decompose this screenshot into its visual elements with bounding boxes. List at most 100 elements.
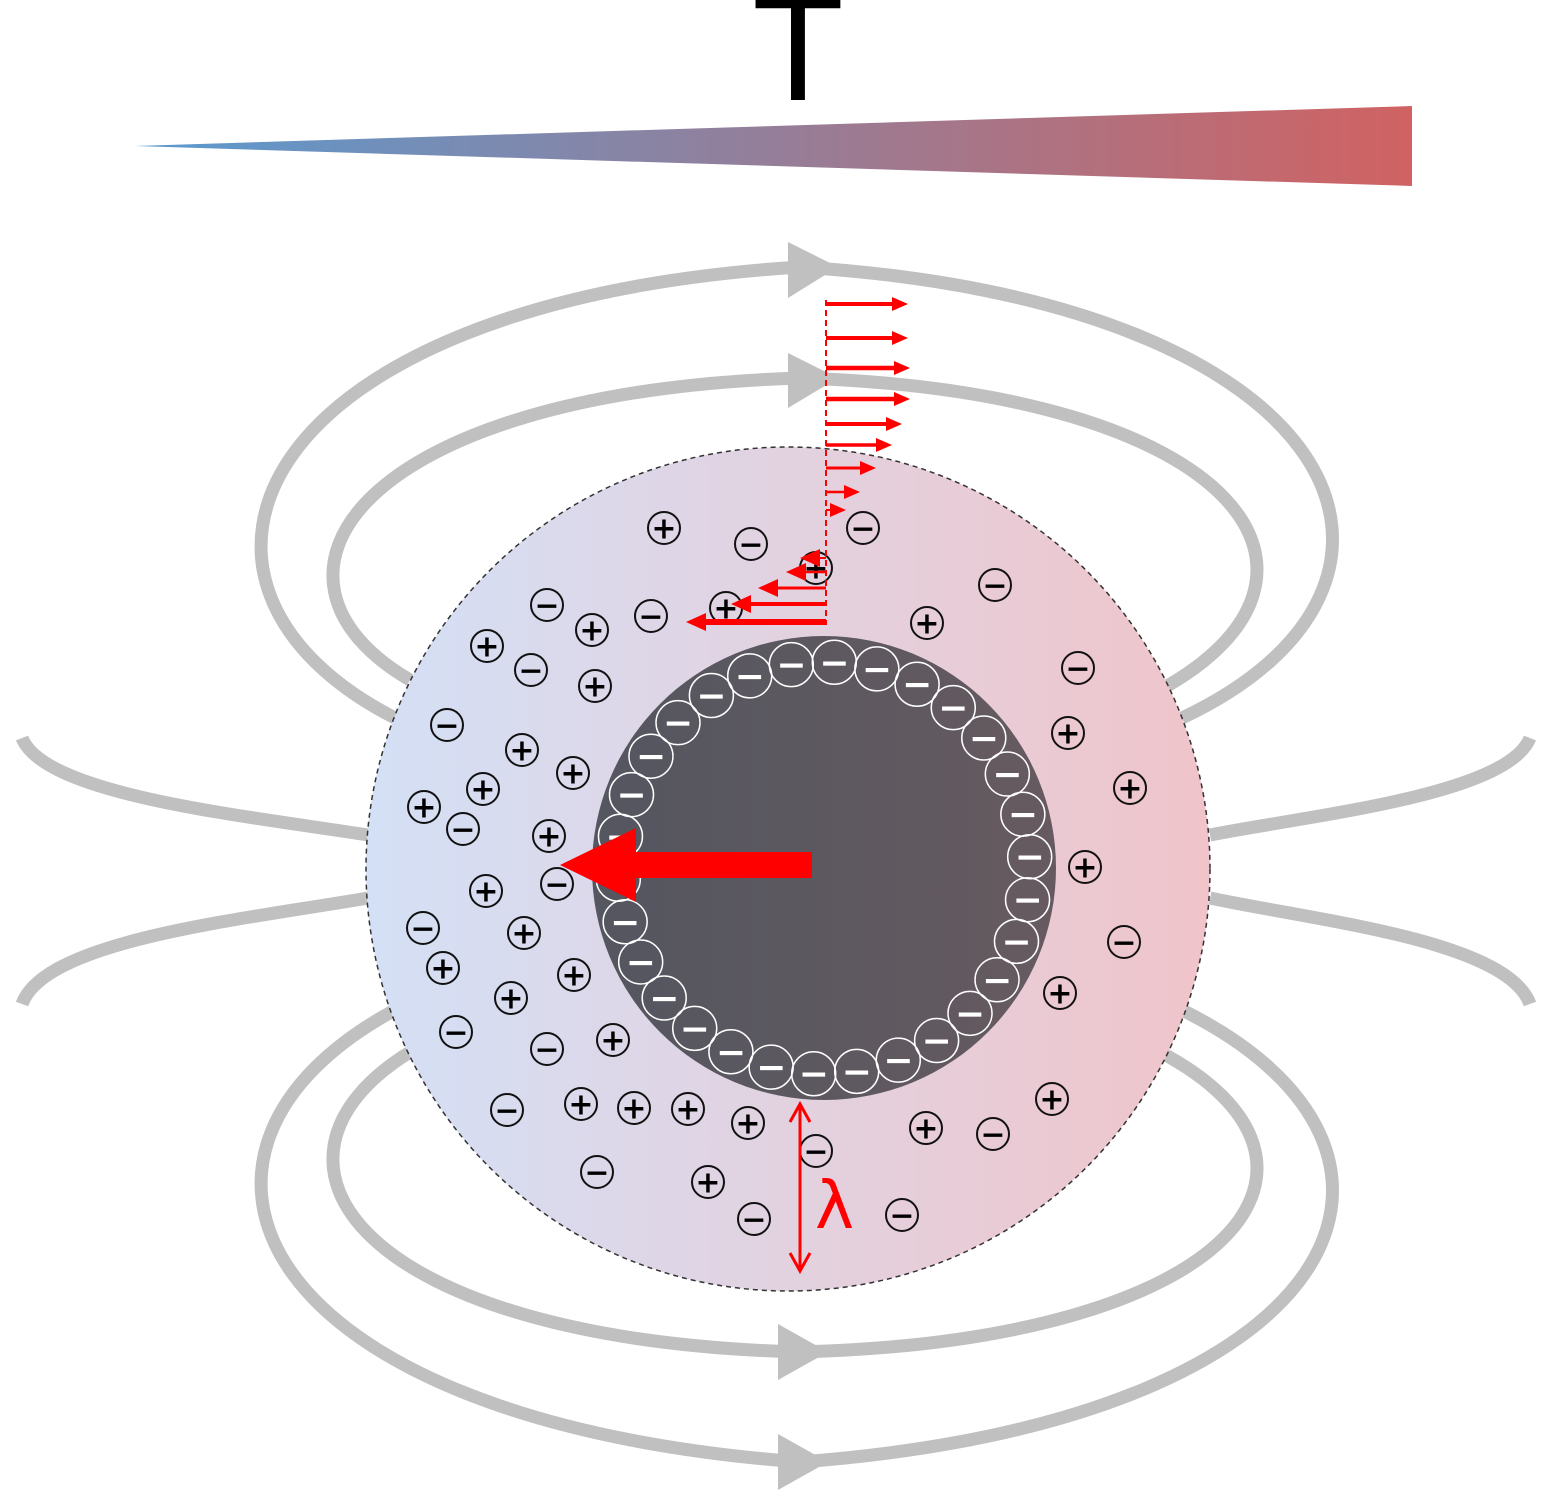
surface-charge-outline (974, 957, 1020, 1003)
surface-charge-sign: − (610, 902, 640, 943)
outer-ion-layer: +−−++−−++−+−++++−++−−++++−+−−++++−−+−−+−… (406, 511, 1147, 1238)
velocity-arrow-right (826, 417, 902, 431)
surface-charge: − (708, 1029, 754, 1075)
surface-charge: − (947, 990, 993, 1037)
ion-sign: − (494, 1094, 519, 1129)
ion-outline (647, 511, 681, 545)
surface-charge: − (655, 699, 701, 746)
ion-sign: + (411, 791, 436, 826)
surface-charge: − (984, 751, 1031, 797)
surface-charge: − (894, 661, 940, 707)
ion-outline (507, 916, 541, 950)
velocity-arrow-right (826, 485, 860, 499)
cation: + (617, 1091, 651, 1127)
ion-outline (731, 1106, 765, 1140)
ion-sign: + (621, 1092, 646, 1127)
anion: − (446, 812, 480, 848)
surface-charge-sign: − (776, 645, 806, 686)
surface-charge-sign: − (819, 643, 849, 684)
surface-charge-sign: − (756, 1048, 786, 1089)
temperature-label: T (752, 0, 844, 132)
anion: − (406, 911, 440, 947)
surface-charge-sign: − (636, 737, 666, 778)
particle-motion-arrow (560, 828, 812, 902)
cation: + (671, 1092, 705, 1128)
surface-charge: − (993, 918, 1040, 965)
ion-sign: − (534, 589, 559, 624)
surface-charge: − (688, 672, 735, 719)
slip-velocity-profile (686, 297, 910, 631)
ion-outline (1107, 925, 1141, 959)
anion: − (514, 653, 548, 689)
flow-arrowhead-lower-inner (778, 1324, 828, 1380)
surface-charge: − (913, 1017, 960, 1064)
anion: − (540, 867, 574, 903)
surface-charge-sign: − (649, 979, 679, 1020)
velocity-arrow-left (758, 579, 826, 597)
ion-sign: − (410, 912, 435, 947)
ion-outline (634, 599, 668, 633)
ion-outline (1068, 850, 1102, 884)
ion-sign: − (738, 528, 763, 563)
ion-sign: − (980, 1118, 1005, 1153)
ion-outline (514, 653, 548, 687)
surface-charge: − (628, 733, 674, 779)
velocity-arrow-head (894, 392, 910, 406)
ion-sign: + (568, 1088, 593, 1123)
ion-outline (909, 1111, 943, 1145)
surface-charge-sign: − (616, 775, 646, 816)
surface-charge-sign: − (969, 718, 999, 759)
cation: + (578, 669, 612, 705)
charged-particle (592, 636, 1056, 1100)
flow-line-right-lower (1208, 891, 1537, 1007)
ion-sign: + (695, 1166, 720, 1201)
flow-arrowhead-upper-outer (788, 242, 838, 298)
surface-charge-sign: − (735, 656, 765, 697)
ion-outline (1061, 651, 1095, 685)
anion: − (1107, 925, 1141, 961)
velocity-arrow-head (886, 417, 902, 431)
velocity-arrow-head (876, 438, 892, 452)
surface-charge-outline (854, 646, 900, 692)
surface-charge: − (875, 1037, 922, 1083)
velocity-arrow-right (826, 392, 910, 406)
surface-charge-outline (913, 1017, 960, 1064)
surface-charge-sign: − (862, 649, 892, 690)
surface-charge-sign: − (696, 676, 726, 717)
ion-outline (580, 1155, 614, 1189)
ion-sign: + (470, 773, 495, 808)
velocity-arrow-left (731, 595, 826, 613)
ion-sign: − (443, 1016, 468, 1051)
ion-sign: − (584, 1156, 609, 1191)
surface-charge: − (961, 715, 1007, 761)
cation: + (731, 1106, 765, 1142)
ion-outline (430, 708, 464, 742)
surface-charge: − (790, 1050, 837, 1097)
cation: + (557, 958, 591, 994)
cation: + (426, 951, 460, 987)
ion-outline (530, 588, 564, 622)
surface-charge: − (617, 939, 664, 985)
cation: + (575, 613, 609, 649)
cation: + (532, 819, 566, 855)
velocity-arrow-left (686, 613, 826, 631)
cation: + (910, 606, 944, 642)
ion-outline (737, 1202, 771, 1236)
ion-sign: + (511, 917, 536, 952)
velocity-arrow-head (860, 461, 876, 475)
ion-outline (978, 568, 1012, 602)
ion-sign: − (534, 1033, 559, 1068)
anion: − (799, 1134, 833, 1170)
surface-charge-outline (671, 1005, 718, 1052)
surface-charge-outline (617, 939, 664, 985)
particle-surface-charges: −−−−−−−−−−−−−−−−−−−−−−−−−−−−−− (595, 639, 1053, 1097)
ion-outline (532, 819, 566, 853)
anion: − (978, 568, 1012, 604)
surface-charge-outline (768, 641, 815, 688)
ion-outline (540, 867, 574, 901)
surface-charge-outline (708, 1029, 754, 1075)
velocity-arrow-right (826, 297, 908, 311)
anion: − (530, 1032, 564, 1068)
anion: − (734, 527, 768, 563)
ion-sign: − (518, 654, 543, 689)
